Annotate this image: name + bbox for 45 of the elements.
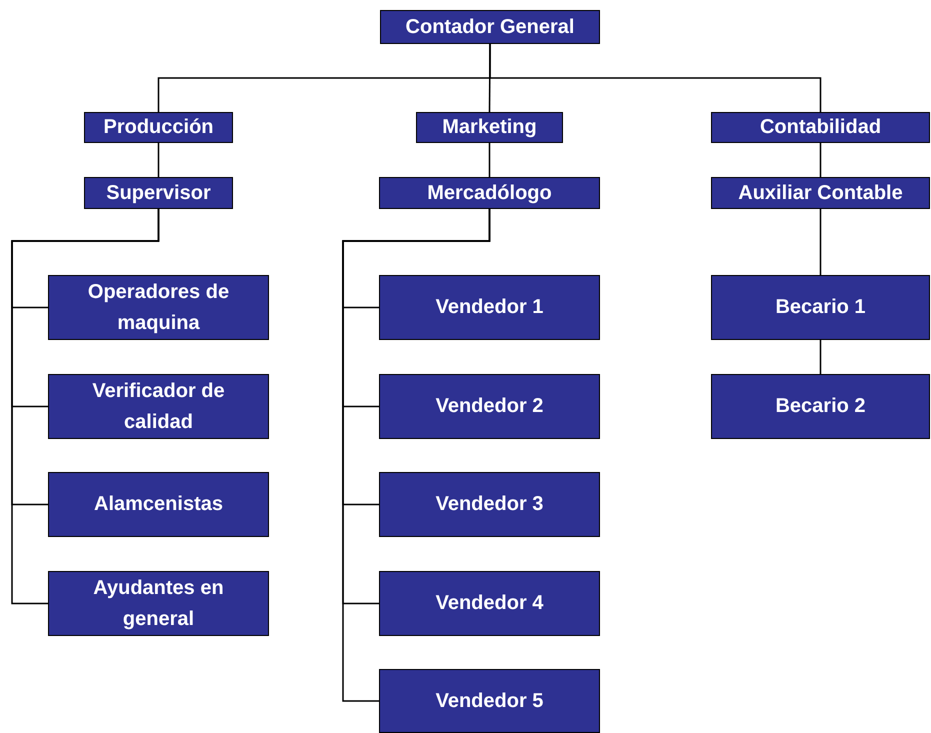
position-title: Mercadólogo [426, 180, 553, 206]
position-title: Vendedor 1 [434, 295, 544, 320]
position-title: Vendedor 2 [434, 394, 544, 419]
position-title: Contador General [404, 14, 576, 40]
position-title: Alamcenistas [93, 492, 224, 517]
position-title: Verificador de calidad [91, 378, 226, 434]
org-chart-box [379, 177, 600, 209]
position-title: Supervisor [105, 180, 212, 206]
position-title: Auxiliar Contable [737, 180, 904, 206]
org-chart-box [379, 374, 600, 439]
org-chart-box [84, 177, 233, 209]
connector-line [158, 143, 160, 177]
org-chart-box [711, 177, 930, 209]
position-title: Operadores de maquina [86, 280, 230, 336]
org-chart-box [48, 374, 269, 439]
position-title: Contabilidad [758, 115, 882, 140]
org-chart-box [711, 275, 930, 340]
position-title: Becario 1 [774, 295, 867, 320]
org-chart-box [711, 112, 930, 143]
org-chart-box [379, 472, 600, 537]
position-title: Producción [102, 115, 215, 140]
position-title: Marketing [441, 115, 538, 140]
position-title: Vendedor 3 [434, 492, 544, 517]
org-chart-box [416, 112, 563, 143]
connector-line [820, 143, 822, 177]
connector-line [820, 340, 822, 374]
position-title: Ayudantes en general [92, 576, 225, 632]
org-chart-box [48, 472, 269, 537]
connector-line [11, 209, 160, 604]
org-chart-box [380, 10, 600, 44]
org-chart-box [84, 112, 233, 143]
org-chart-box [711, 374, 930, 439]
connector-line [489, 44, 822, 112]
connector-line [820, 209, 822, 275]
connector-line [342, 209, 490, 702]
org-chart-box [379, 571, 600, 636]
org-chart-box [379, 669, 600, 733]
connector-line [488, 143, 490, 177]
position-title: Vendedor 4 [434, 591, 544, 616]
connector-line [488, 44, 491, 112]
org-chart-box [379, 275, 600, 340]
org-chart-box [48, 275, 269, 340]
position-title: Vendedor 5 [434, 688, 544, 714]
position-title: Becario 2 [774, 394, 867, 419]
org-chart-box [48, 571, 269, 636]
